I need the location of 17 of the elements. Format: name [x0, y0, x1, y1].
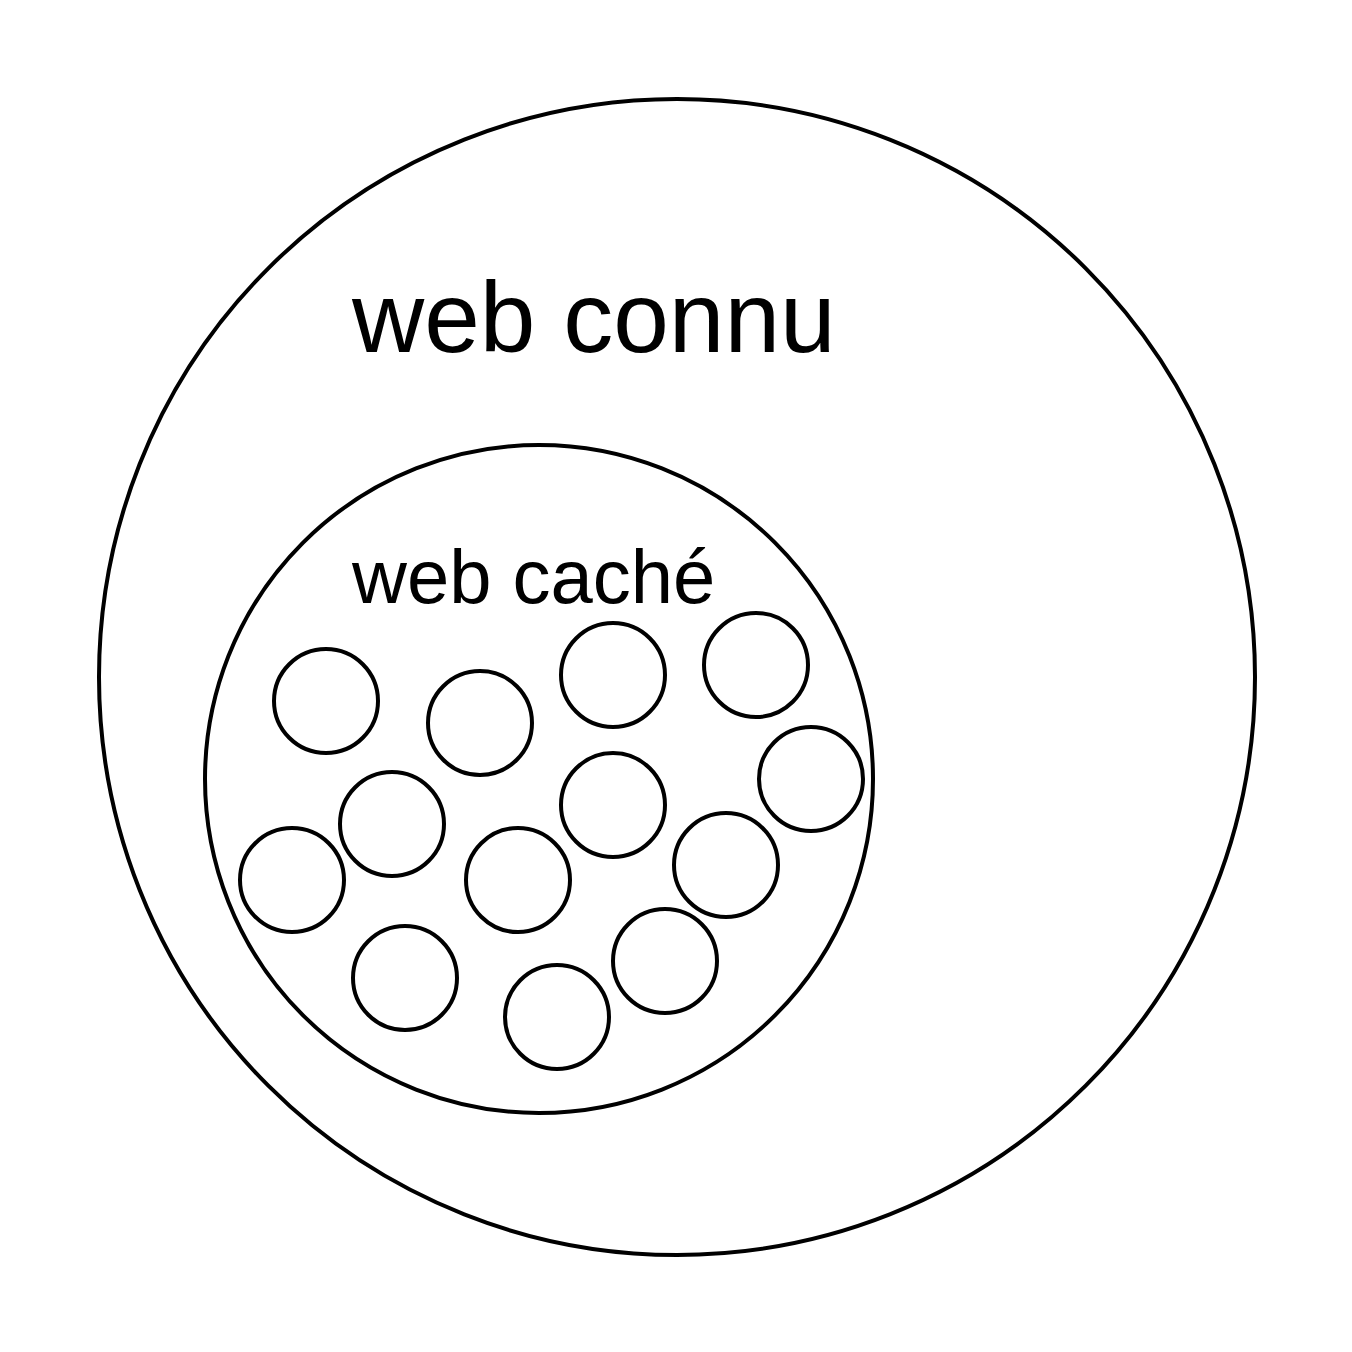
- small-circle: [464, 826, 572, 934]
- small-circle: [672, 811, 780, 919]
- small-circle: [559, 621, 667, 729]
- small-circle: [611, 907, 719, 1015]
- outer-circle: [97, 97, 1257, 1257]
- set-label: web connu: [352, 267, 836, 367]
- small-circle: [338, 770, 446, 878]
- small-circle: [238, 826, 346, 934]
- small-circle: [559, 751, 667, 859]
- small-circle: [757, 725, 865, 833]
- inner-circle: [203, 443, 875, 1115]
- set-label: web caché: [352, 539, 716, 615]
- small-circle: [702, 611, 810, 719]
- small-circle: [503, 963, 611, 1071]
- small-circle: [426, 669, 534, 777]
- small-circle: [351, 924, 459, 1032]
- small-circle: [272, 647, 380, 755]
